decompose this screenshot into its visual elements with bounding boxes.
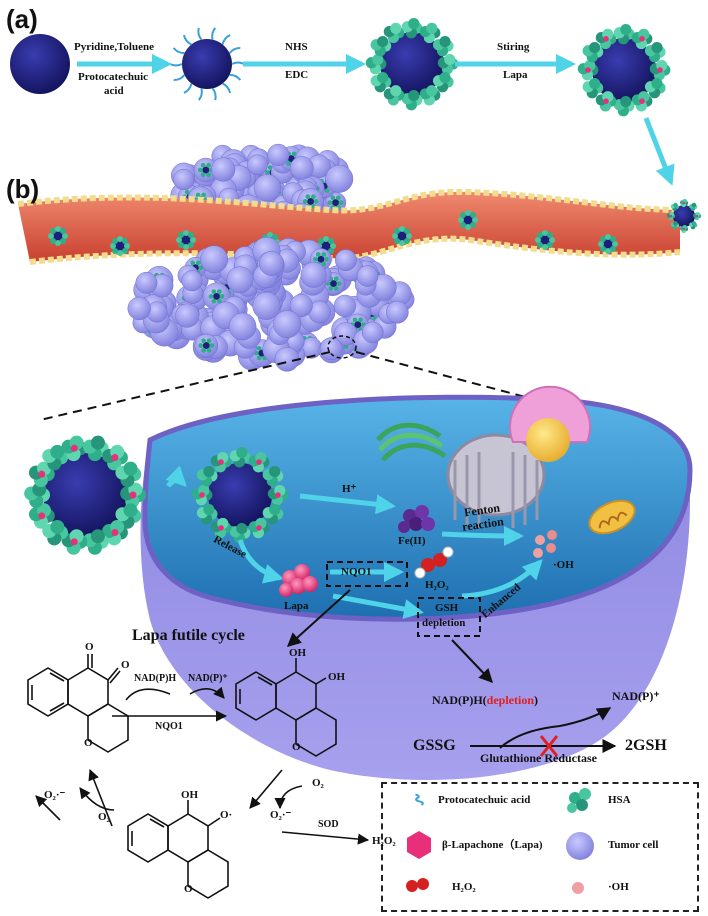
label-lapa-cell: Lapa bbox=[284, 600, 309, 612]
bare-nanoparticle bbox=[10, 34, 70, 94]
semiquinone-structure bbox=[127, 800, 229, 899]
legend-label-h2o2: H₂O₂ bbox=[452, 881, 476, 893]
enzyme-label: Glutathione Reductase bbox=[480, 751, 597, 765]
label-h-plus: H⁺ bbox=[342, 483, 357, 495]
zoom-guide-lines bbox=[39, 335, 613, 421]
label-fe: Fe(II) bbox=[398, 535, 426, 547]
gsh-nadp-label: NAD(P)⁺ bbox=[612, 689, 660, 703]
cycle-title: Lapa futile cycle bbox=[132, 627, 245, 644]
cycle-superoxide-left: O₂·⁻ bbox=[44, 789, 66, 801]
label-oh-cell: ·OH bbox=[553, 559, 574, 571]
cycle-oh-2: OH bbox=[328, 671, 346, 683]
cycle-o2-left: O₂ bbox=[98, 811, 110, 823]
panel-label-b: (b) bbox=[6, 174, 40, 204]
step3-condition: Stiring bbox=[497, 41, 530, 53]
cycle-ring-o-3: O bbox=[184, 883, 193, 895]
step1-reagents: Pyridine,Toluene bbox=[74, 41, 154, 53]
label-gsh-depletion: depletion bbox=[422, 617, 466, 629]
cycle-o-radical: O· bbox=[220, 809, 233, 821]
gsh-pathway-arrows bbox=[470, 707, 617, 757]
legend-label-tumor: Tumor cell bbox=[608, 839, 659, 851]
cycle-h2o2: H₂O₂ bbox=[372, 835, 396, 847]
circulating-nanoparticle bbox=[666, 198, 702, 234]
legend-label-oh: ·OH bbox=[608, 881, 629, 893]
cell-icon bbox=[566, 832, 594, 860]
nqo1-to-cycle-arrow bbox=[286, 589, 351, 647]
golgi-apparatus bbox=[376, 422, 447, 462]
legend-label-lapa: β-Lapachone（Lapa) bbox=[442, 839, 543, 851]
hexagon-icon bbox=[407, 831, 431, 859]
cycle-arrows bbox=[35, 686, 370, 845]
nqo1-box bbox=[326, 561, 408, 587]
step2-reagent-nhs: NHS bbox=[285, 41, 308, 53]
cycle-superoxide-right: O₂·⁻ bbox=[270, 809, 292, 821]
legend-label-pca: Protocatechuic acid bbox=[438, 794, 531, 806]
cycle-ketone-1: O bbox=[85, 641, 94, 653]
protein-cluster-icon bbox=[567, 788, 591, 813]
gsh-depletion-box bbox=[417, 597, 481, 637]
pca-modified-nanoparticle bbox=[169, 27, 245, 101]
step3-reagent-lapa: Lapa bbox=[503, 69, 528, 81]
hsa-coated-nanoparticle bbox=[365, 17, 459, 111]
label-h2o2-cell: H₂O₂ bbox=[425, 579, 449, 591]
gssg-label: GSSG bbox=[413, 737, 456, 754]
gsh-nadph-label: NAD(P)H(depletion) bbox=[432, 693, 538, 707]
cycle-ring-o-1: O bbox=[84, 737, 93, 749]
injection-arrow bbox=[643, 117, 675, 186]
cycle-oh-1: OH bbox=[289, 647, 307, 659]
lapa-cluster bbox=[279, 564, 318, 597]
beta-lapachone-structure bbox=[27, 654, 129, 753]
step1-reagent-2: Protocatechuic bbox=[78, 71, 149, 83]
cycle-ring-o-2: O bbox=[292, 741, 301, 753]
nucleus bbox=[446, 385, 591, 528]
mitochondrion bbox=[588, 499, 636, 535]
cell-pathway-arrows bbox=[165, 465, 543, 619]
sphere-icon bbox=[572, 882, 584, 894]
cycle-sod: SOD bbox=[318, 819, 339, 830]
legend-label-hsa: HSA bbox=[608, 794, 631, 806]
cycle-o2-right: O₂ bbox=[312, 777, 324, 789]
zoomed-nanoparticle bbox=[24, 435, 146, 555]
step1-reagent-2b: acid bbox=[104, 85, 124, 97]
fe-ion-cluster bbox=[398, 505, 435, 533]
label-gsh: GSH bbox=[435, 602, 459, 614]
molecule-icon bbox=[406, 878, 429, 892]
cycle-ketone-2: O bbox=[121, 659, 130, 671]
internalized-nanoparticle bbox=[191, 446, 289, 544]
gsh-to-pathway-arrow bbox=[451, 639, 493, 684]
cycle-nadph: NAD(P)H bbox=[134, 673, 177, 684]
panel-label-a: (a) bbox=[6, 4, 38, 34]
lower-tumor-cluster bbox=[127, 236, 415, 372]
h2o2-molecule bbox=[414, 546, 454, 579]
cycle-oh-3: OH bbox=[181, 789, 199, 801]
legend-box bbox=[381, 782, 699, 912]
hydroquinone-structure bbox=[235, 658, 337, 757]
lapa-loaded-nanoparticle bbox=[577, 23, 671, 117]
label-nqo1-cell: NQO1 bbox=[341, 566, 372, 578]
step2-reagent-edc: EDC bbox=[285, 69, 309, 81]
blood-vessel bbox=[17, 188, 681, 265]
depletion-highlight: depletion bbox=[486, 693, 534, 707]
hydroxyl-radicals bbox=[533, 530, 557, 558]
wavy-line-icon bbox=[415, 793, 424, 806]
gsh-product-label: 2GSH bbox=[625, 737, 667, 754]
cycle-nadp: NAD(P)⁺ bbox=[188, 673, 228, 684]
cycle-nqo1: NQO1 bbox=[155, 721, 183, 732]
